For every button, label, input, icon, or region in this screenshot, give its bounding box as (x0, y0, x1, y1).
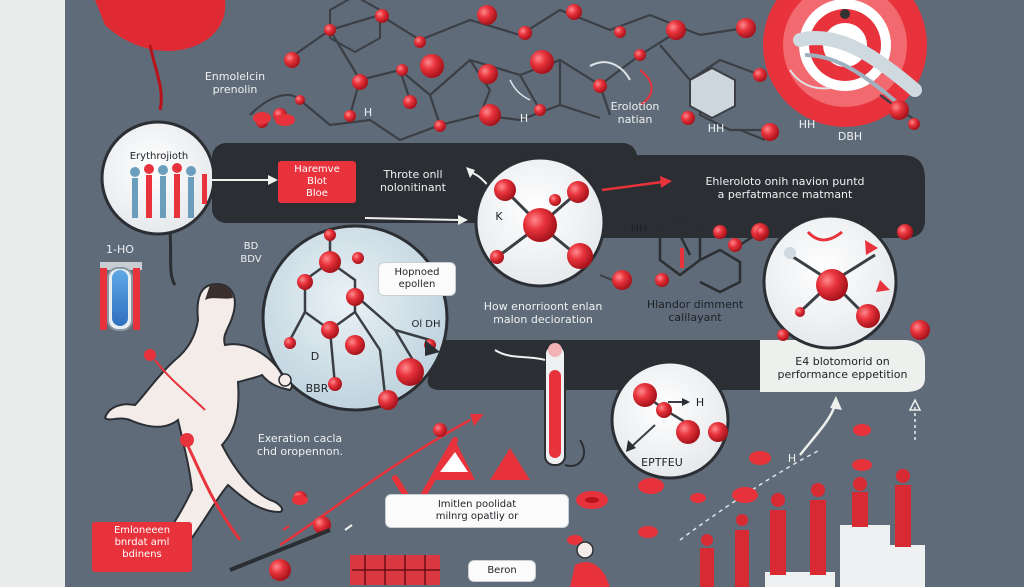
label-hh-1: HH (707, 122, 725, 135)
label-h-lower: H (695, 396, 705, 409)
sample-vial (544, 343, 566, 466)
lower-molecule (626, 383, 728, 452)
organ-shape-top-left (95, 0, 226, 51)
ring-label-d: D (310, 350, 320, 363)
label-erythrocyte: Erythrojioth (129, 151, 189, 162)
label-dbh: DBH (837, 130, 863, 143)
label-h-1: H (363, 106, 373, 119)
label-h-right: H (787, 452, 797, 465)
label-k: K (495, 210, 503, 223)
label-h-2: H (519, 112, 529, 125)
label-eptfeu: EPTFEU (641, 456, 683, 469)
left-atoms (284, 229, 436, 410)
performance-bars (765, 525, 925, 587)
central-molecule (490, 179, 593, 269)
mid-right-structure (658, 213, 761, 294)
label-hh-mid: HH (630, 222, 648, 235)
blood-cells (253, 112, 872, 545)
right-molecule (784, 247, 880, 328)
small-bottom-tag: Beron (468, 560, 536, 582)
people-bars (700, 469, 911, 587)
small-person (570, 541, 610, 587)
ring-label-oh: Ol DH (411, 319, 441, 330)
label-tube: 1-HO (106, 243, 134, 256)
test-tube (100, 262, 142, 331)
ring-label-bbr: BBR (305, 382, 329, 395)
label-hh-2: HH (798, 118, 816, 131)
runner-figure (103, 283, 293, 563)
people-figures (130, 163, 207, 218)
left-molecule (288, 235, 431, 396)
erythrocyte-circle (100, 120, 216, 236)
